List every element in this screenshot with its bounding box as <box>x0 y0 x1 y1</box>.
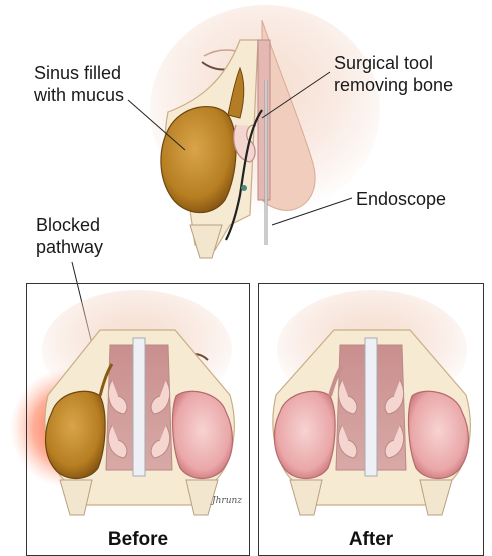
nasal-passage <box>258 40 270 200</box>
top-illustration <box>150 5 380 258</box>
caption-before: Before <box>26 529 250 551</box>
mucus-filled-sinus <box>161 107 236 213</box>
label-endoscope: Endoscope <box>356 188 446 210</box>
label-surgical-tool: Surgical tool removing bone <box>334 52 453 96</box>
label-sinus-filled: Sinus filled with mucus <box>34 62 124 106</box>
before-panel-frame <box>26 283 250 556</box>
tool-tip <box>241 185 247 191</box>
tooth-root <box>190 225 222 258</box>
caption-after: After <box>258 529 484 551</box>
label-blocked-pathway: Blocked pathway <box>36 214 103 258</box>
after-panel-frame <box>258 283 484 556</box>
